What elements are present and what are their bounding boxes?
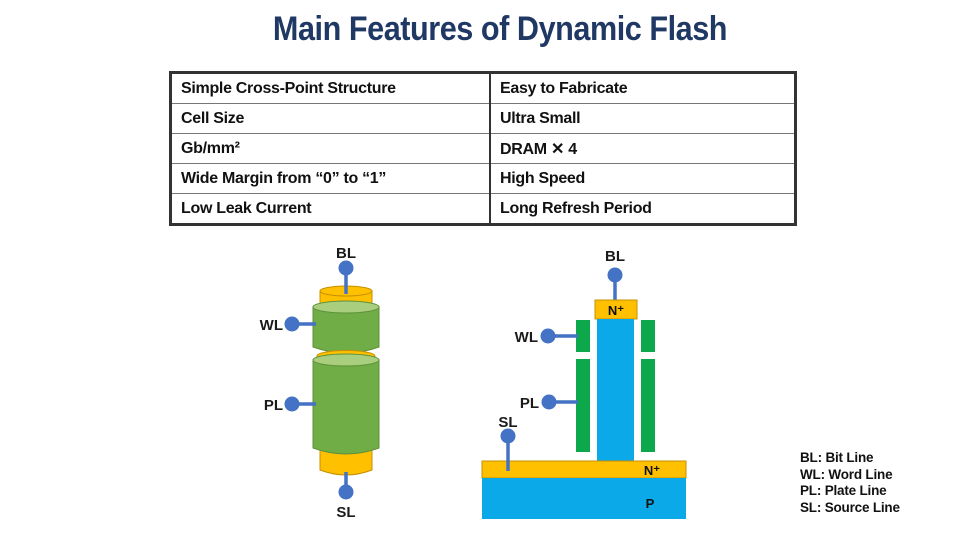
page-title: Main Features of Dynamic Flash bbox=[272, 10, 728, 48]
n-plus-top-label: N⁺ bbox=[608, 303, 624, 318]
pl-gate-cylinder-top bbox=[312, 353, 380, 367]
pl-node-dot bbox=[541, 394, 557, 410]
wl-label: WL bbox=[515, 329, 538, 346]
wl-node-dot bbox=[540, 328, 556, 344]
wl-node-dot bbox=[284, 316, 300, 332]
wl-label: WL bbox=[260, 317, 283, 334]
feature-cell: Gb/mm² bbox=[170, 133, 491, 164]
line-legend: BL: Bit Line WL: Word Line PL: Plate Lin… bbox=[800, 450, 900, 516]
sl-node-dot bbox=[500, 428, 516, 444]
benefit-cell: Long Refresh Period bbox=[489, 193, 796, 225]
wl-gate-right bbox=[641, 320, 655, 352]
features-table: Simple Cross-Point Structure Easy to Fab… bbox=[169, 71, 797, 226]
sl-label: SL bbox=[336, 504, 355, 521]
feature-cell: Low Leak Current bbox=[170, 193, 491, 225]
n-plus-bottom-label: N⁺ bbox=[644, 463, 660, 478]
table-row: Wide Margin from “0” to “1” High Speed bbox=[170, 163, 796, 194]
bl-node-dot bbox=[607, 267, 623, 283]
p-substrate-region bbox=[482, 478, 686, 519]
legend-item: WL: Word Line bbox=[800, 466, 893, 482]
pl-label: PL bbox=[264, 397, 283, 414]
legend-item: PL: Plate Line bbox=[800, 483, 887, 498]
benefit-cell: DRAM ✕ 4 bbox=[489, 133, 796, 164]
pl-gate-right bbox=[641, 359, 655, 452]
wl-gate-cylinder bbox=[312, 306, 380, 354]
cross-section-diagram: BL N⁺ WL PL N⁺ SL bbox=[481, 248, 687, 519]
cylinder-cell-diagram: BL SL WL PL bbox=[260, 245, 380, 521]
table-row: Gb/mm² DRAM ✕ 4 bbox=[170, 133, 796, 164]
table-row: Cell Size Ultra Small bbox=[170, 103, 796, 134]
sl-label: SL bbox=[498, 414, 517, 431]
p-substrate-label: P bbox=[646, 496, 655, 511]
bl-label: BL bbox=[336, 245, 356, 262]
pl-gate-left bbox=[576, 359, 590, 452]
silicon-pillar bbox=[597, 319, 634, 462]
sl-node-dot bbox=[338, 484, 354, 500]
benefit-cell: High Speed bbox=[489, 163, 796, 194]
wl-gate-cylinder-top bbox=[312, 300, 380, 314]
wl-gate-left bbox=[576, 320, 590, 352]
legend-item: SL: Source Line bbox=[800, 499, 900, 515]
bl-node-dot bbox=[338, 260, 354, 276]
legend-item: BL: Bit Line bbox=[800, 450, 874, 465]
bottom-contact-cylinder bbox=[319, 449, 373, 476]
pl-node-dot bbox=[284, 396, 300, 412]
pl-label: PL bbox=[520, 395, 539, 412]
table-row: Low Leak Current Long Refresh Period bbox=[170, 193, 796, 225]
feature-cell: Cell Size bbox=[170, 103, 491, 134]
pl-gate-cylinder bbox=[312, 359, 380, 455]
bl-label: BL bbox=[605, 248, 625, 265]
